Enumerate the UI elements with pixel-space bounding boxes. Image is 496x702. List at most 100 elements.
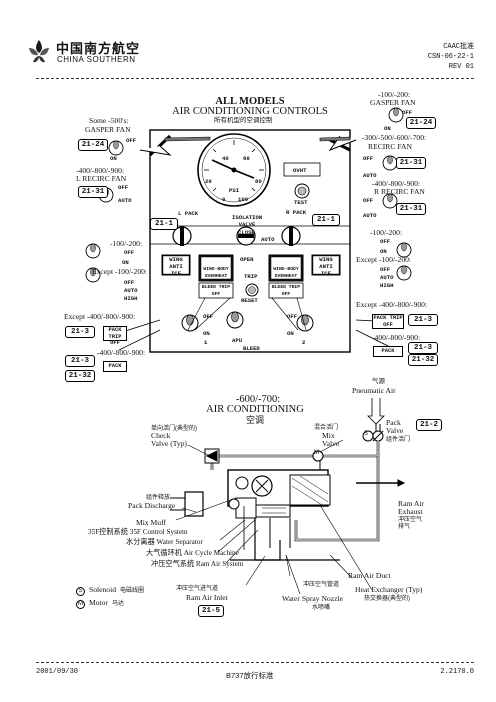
- isolation-valve-label: ISOLATION VALVE: [232, 214, 263, 228]
- ref-21-5[interactable]: 21-5: [198, 605, 224, 617]
- pack-right-off-100: OFF: [380, 238, 391, 245]
- ram-air-exhaust-cn2: 排气: [398, 524, 411, 530]
- ref-21-32-left[interactable]: 21-32: [65, 370, 95, 382]
- recirc-right-label2: R RECIRC FAN: [374, 187, 425, 196]
- footer-date: 2001/09/30: [36, 668, 79, 676]
- ref-21-3-right2[interactable]: 21-3: [408, 342, 438, 354]
- schematic-title-model: -600/-700:: [235, 394, 281, 405]
- r-pack-label: R PACK: [286, 209, 307, 216]
- legend-solenoid: S Solenoid 电磁线圈: [76, 579, 144, 597]
- pack-left-model-400: -400/-800/-900:: [97, 348, 146, 357]
- ref-21-31-right1[interactable]: 21-31: [396, 157, 426, 169]
- pack-valve-label1: Pack: [386, 418, 401, 427]
- recirc-left-label: L RECIRC FAN: [76, 174, 127, 183]
- pack-left: PACK: [103, 361, 127, 372]
- gasper-left-off: OFF: [126, 137, 137, 144]
- gauge-tick-20: 20: [205, 178, 212, 185]
- recirc-right-model1: -300/-500/-600/-700:: [362, 133, 427, 142]
- recirc-right-off1: OFF: [363, 155, 374, 162]
- revision: REV 01: [448, 63, 474, 71]
- airline-logo: 中国南方航空 CHINA SOUTHERN: [26, 34, 176, 74]
- footer-standard: B737放行标准: [226, 671, 274, 680]
- pack-discharge-cn: 组件释放: [146, 495, 171, 501]
- recirc-right-auto1: AUTO: [363, 172, 377, 179]
- pack-trip-off-right: PACK TRIP OFF: [372, 314, 404, 329]
- motor-label: Motor: [89, 598, 108, 607]
- heat-exchanger-cn: 热交换器(典型的): [364, 596, 410, 602]
- mix-valve-motor-icon: M: [314, 450, 319, 456]
- pack-left-model-except: Except -100/-200:: [92, 267, 148, 276]
- ram-air-inlet-label: Ram Air Inlet: [186, 593, 228, 602]
- ref-21-31-left[interactable]: 21-31: [78, 186, 108, 198]
- pack-right-auto-except: AUTO: [380, 274, 394, 281]
- wing-anti-ice-left: WING ANTI ICE: [169, 256, 183, 277]
- ram-air-duct-label: Ram Air Duct: [348, 571, 391, 580]
- kapok-flower-icon: [29, 40, 49, 63]
- ref-21-24-left[interactable]: 21-24: [78, 139, 108, 151]
- ram-air-inlet-cn: 冲压空气进气道: [176, 586, 219, 592]
- recirc-left-off: OFF: [118, 184, 129, 191]
- check-valve-label1: Check: [151, 431, 171, 440]
- ram-air-exhaust-label2: Exhaust: [398, 507, 423, 516]
- pack-right-model-400: -400/-800/-900:: [372, 333, 421, 342]
- ram-air-duct-cn: 冲压空气管道: [303, 582, 340, 588]
- pack-right-off-except: OFF: [380, 266, 391, 273]
- gasper-left-on: ON: [110, 155, 117, 162]
- pack-left-on-100: ON: [122, 259, 129, 266]
- ref-21-24-right[interactable]: 21-24: [406, 117, 436, 129]
- solenoid-cn: 电磁线圈: [120, 588, 145, 594]
- ref-21-3-right1[interactable]: 21-3: [408, 314, 438, 326]
- header-divider: [36, 78, 474, 79]
- pack-left-auto-except: AUTO: [124, 287, 138, 294]
- pack-right-model-100: -100/-200:: [370, 228, 403, 237]
- auto-label-isolation: AUTO: [261, 236, 275, 243]
- ref-21-2[interactable]: 21-2: [416, 419, 442, 431]
- pack-valve-label2: Valve: [386, 426, 404, 435]
- gauge-tick-40: 40: [222, 155, 229, 162]
- ovht-light: OVHT: [293, 167, 307, 174]
- mix-muff-label: Mix Muff: [136, 518, 167, 527]
- mix-valve-label1: Mix: [322, 431, 335, 440]
- pneumatic-air-label: Pneumatic Air: [352, 386, 396, 395]
- ref-21-1-right[interactable]: 21-1: [312, 214, 340, 226]
- ref-21-3-left1[interactable]: 21-3: [65, 326, 95, 338]
- acm-label: 大气循环机 Air Cycle Machine: [146, 549, 239, 557]
- pack-right-model-except2: Except -400/-800/-900:: [356, 300, 428, 309]
- gauge-tick-100: 100: [238, 196, 249, 203]
- ref-21-32-right[interactable]: 21-32: [408, 354, 438, 366]
- duct-pressure-gauge: [197, 133, 271, 207]
- pack-discharge-label: Pack Discharge: [128, 501, 176, 510]
- wing-body-overheat-left: WING-BODY OVERHEAT: [203, 267, 229, 279]
- airline-name-cn: 中国南方航空: [56, 41, 141, 56]
- trip-label: TRIP: [244, 273, 258, 280]
- pack-left-model-except2: Except -400/-800/-900:: [64, 312, 136, 321]
- bleed-1-on: ON: [203, 330, 210, 337]
- gasper-right-model: -100/-200:: [378, 90, 411, 99]
- check-valve-cn: 单向活门(典型的): [151, 426, 197, 432]
- ram-air-exhaust-cn1: 冲压空气: [398, 517, 423, 523]
- pack-right-model-except: Except -100/-200:: [356, 255, 412, 264]
- panel-title-line1: ALL MODELS: [215, 96, 285, 107]
- gasper-right-off: OFF: [402, 109, 413, 116]
- footer-divider: [36, 662, 474, 663]
- bleed-trip-off-right: BLEED TRIP OFF: [271, 285, 301, 297]
- recirc-right-auto2: AUTO: [363, 212, 377, 219]
- motor-icon: M: [76, 600, 85, 609]
- panel-title-cn: 所有机型的空调控制: [214, 117, 273, 124]
- solenoid-label: Solenoid: [89, 585, 117, 594]
- l-pack-label: L PACK: [178, 210, 199, 217]
- recirc-right-label1: RECIRC FAN: [368, 142, 412, 151]
- gasper-left-model: Some -500's:: [89, 116, 129, 125]
- open-label: OPEN: [240, 256, 254, 263]
- gasper-right-label: GASPER FAN: [370, 98, 416, 107]
- ref-21-1-left[interactable]: 21-1: [150, 218, 178, 230]
- pack-trip-off-left: PACK TRIP OFF: [103, 326, 127, 346]
- approval-text: CAAC批准: [443, 43, 474, 51]
- gauge-tick-80: 80: [255, 178, 262, 185]
- gauge-tick-0: 0: [222, 196, 226, 203]
- ref-21-31-right2[interactable]: 21-31: [396, 203, 426, 215]
- ref-21-3-left2[interactable]: 21-3: [65, 355, 95, 367]
- ram-air-system-label: 冲压空气系统 Ram Air System: [151, 560, 244, 568]
- wing-anti-ice-right: WING ANTI ICE: [319, 256, 333, 277]
- bleed-2-on: ON: [287, 330, 294, 337]
